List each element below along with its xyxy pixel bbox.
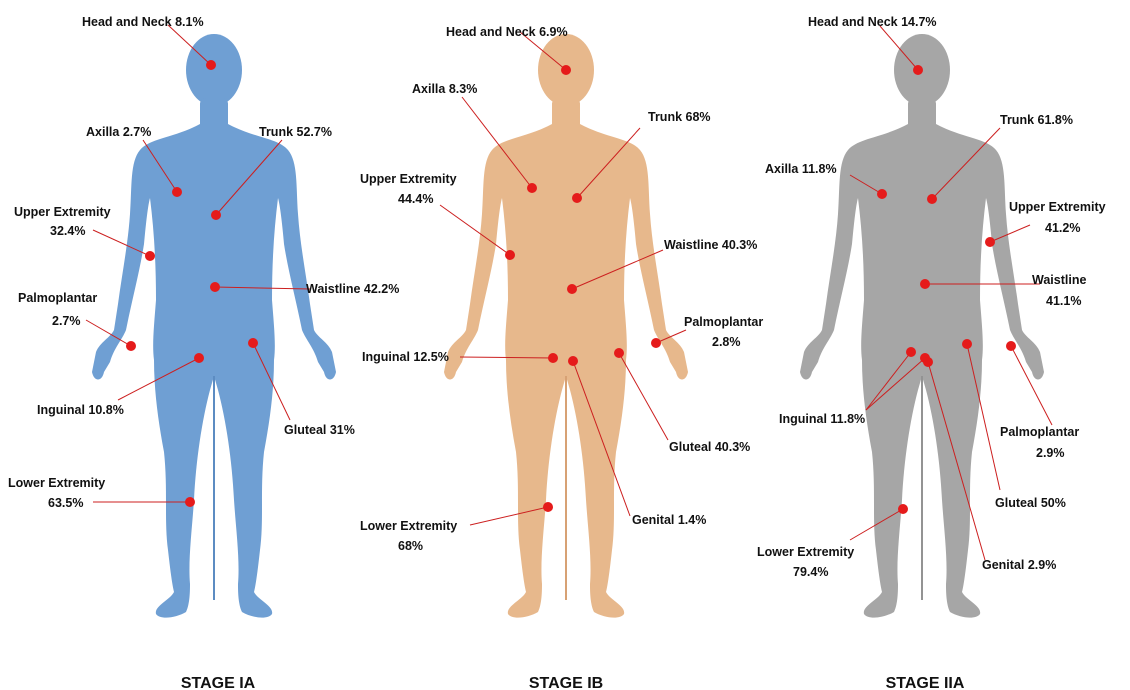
site-label: Trunk 52.7% xyxy=(259,125,332,139)
site-label: Trunk 68% xyxy=(648,110,711,124)
site-label: 63.5% xyxy=(48,496,83,510)
site-label: Inguinal 12.5% xyxy=(362,350,449,364)
site-label: Head and Neck 6.9% xyxy=(446,25,568,39)
site-label: Upper Extremity xyxy=(14,205,111,219)
site-label: Axilla 11.8% xyxy=(765,162,837,176)
stage-title: STAGE IB xyxy=(529,675,603,690)
site-label: 2.7% xyxy=(52,314,81,328)
site-label: Lower Extremity xyxy=(360,519,457,533)
site-label: Inguinal 11.8% xyxy=(779,412,865,426)
site-label: 2.9% xyxy=(1036,446,1065,460)
site-label: Gluteal 40.3% xyxy=(669,440,750,454)
site-label: 44.4% xyxy=(398,192,433,206)
site-label: 41.1% xyxy=(1046,294,1081,308)
site-label: Waistline 42.2% xyxy=(306,282,399,296)
site-label: 2.8% xyxy=(712,335,741,349)
site-label: Genital 1.4% xyxy=(632,513,706,527)
site-label: Axilla 2.7% xyxy=(86,125,151,139)
stage-title: STAGE IIA xyxy=(886,675,965,690)
site-label: Trunk 61.8% xyxy=(1000,113,1073,127)
figure-stage-ia: Head and Neck 8.1% Axilla 2.7% Trunk 52.… xyxy=(8,15,399,690)
site-label: Waistline xyxy=(1032,273,1086,287)
site-label: Gluteal 50% xyxy=(995,496,1066,510)
site-label: 68% xyxy=(398,539,423,553)
site-label: 79.4% xyxy=(793,565,828,579)
site-label: Palmoplantar xyxy=(18,291,97,305)
site-label: Inguinal 10.8% xyxy=(37,403,124,417)
site-label: Upper Extremity xyxy=(1009,200,1106,214)
site-label: Axilla 8.3% xyxy=(412,82,477,96)
site-label: Head and Neck 8.1% xyxy=(82,15,204,29)
site-label: Palmoplantar xyxy=(1000,425,1079,439)
site-label: 32.4% xyxy=(50,224,85,238)
site-label: Waistline 40.3% xyxy=(664,238,757,252)
site-label: Genital 2.9% xyxy=(982,558,1056,572)
site-label: 41.2% xyxy=(1045,221,1080,235)
site-label: Palmoplantar xyxy=(684,315,763,329)
stage-title: STAGE IA xyxy=(181,675,256,690)
site-label: Upper Extremity xyxy=(360,172,457,186)
site-label: Gluteal 31% xyxy=(284,423,355,437)
figure-stage-iia: Head and Neck 14.7% Trunk 61.8% Axilla 1… xyxy=(757,15,1106,690)
site-label: Head and Neck 14.7% xyxy=(808,15,937,29)
site-label: Lower Extremity xyxy=(757,545,854,559)
site-label: Lower Extremity xyxy=(8,476,105,490)
figure-stage-ib: Head and Neck 6.9% Axilla 8.3% Trunk 68%… xyxy=(360,25,763,690)
